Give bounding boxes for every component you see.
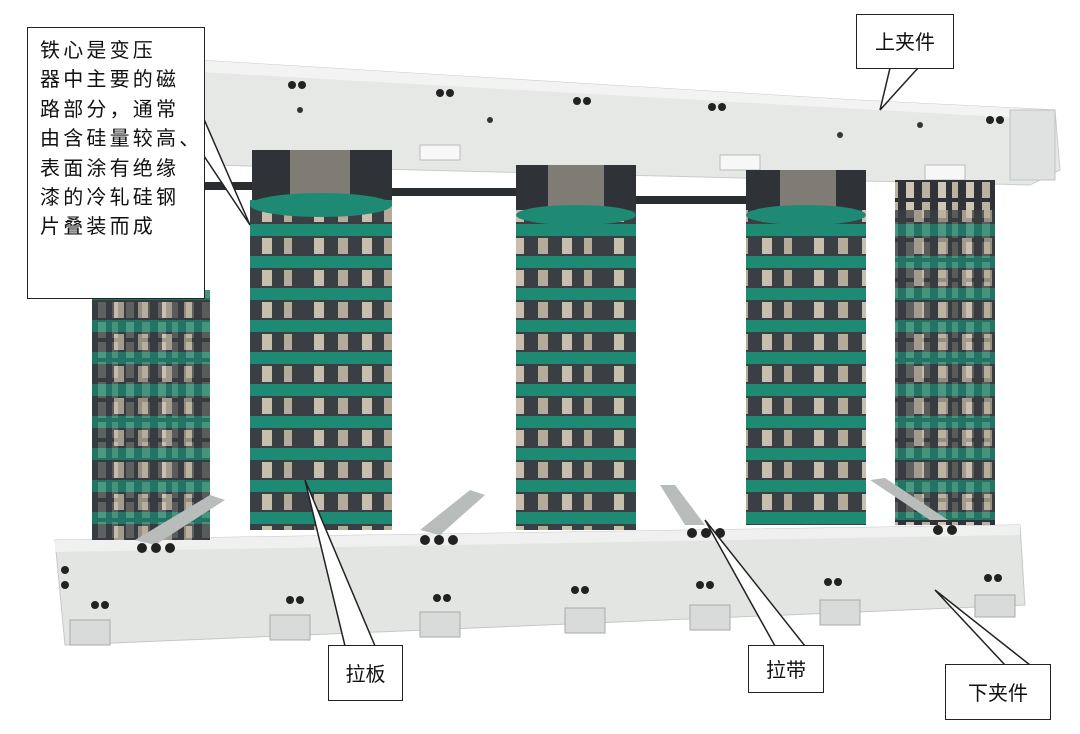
core-leg-right-outer: [895, 180, 995, 525]
callout-core-line: 片叠装而成: [40, 214, 156, 239]
winding-column-3: [746, 170, 866, 525]
callout-pointers: [199, 67, 1033, 666]
tie-straps: [135, 478, 957, 553]
callout-lower-clamp: 下夹件: [945, 664, 1051, 720]
winding-column-1: [250, 150, 392, 530]
lower-clamp: [54, 524, 1026, 646]
callout-upper-clamp: 上夹件: [856, 14, 954, 69]
callout-core-line: 由含硅量较高、: [40, 126, 203, 151]
callout-core-line: 表面涂有绝缘: [40, 155, 180, 180]
core-leg-left-outer: [92, 290, 210, 540]
upper-clamp: [195, 59, 1061, 186]
callout-core-description: 铁心是变压 器中主要的磁 路部分，通常 由含硅量较高、 表面涂有绝缘 漆的冷轧硅…: [27, 27, 205, 299]
callout-tie-strap: 拉带: [748, 645, 824, 693]
callout-core-line: 路部分，通常: [40, 96, 180, 121]
callout-core-line: 铁心是变压: [40, 38, 156, 62]
callout-tie-plate: 拉板: [328, 645, 403, 701]
callout-core-line: 漆的冷轧硅钢: [40, 185, 180, 210]
callout-core-line: 器中主要的磁: [40, 67, 180, 92]
winding-column-2: [516, 165, 636, 530]
